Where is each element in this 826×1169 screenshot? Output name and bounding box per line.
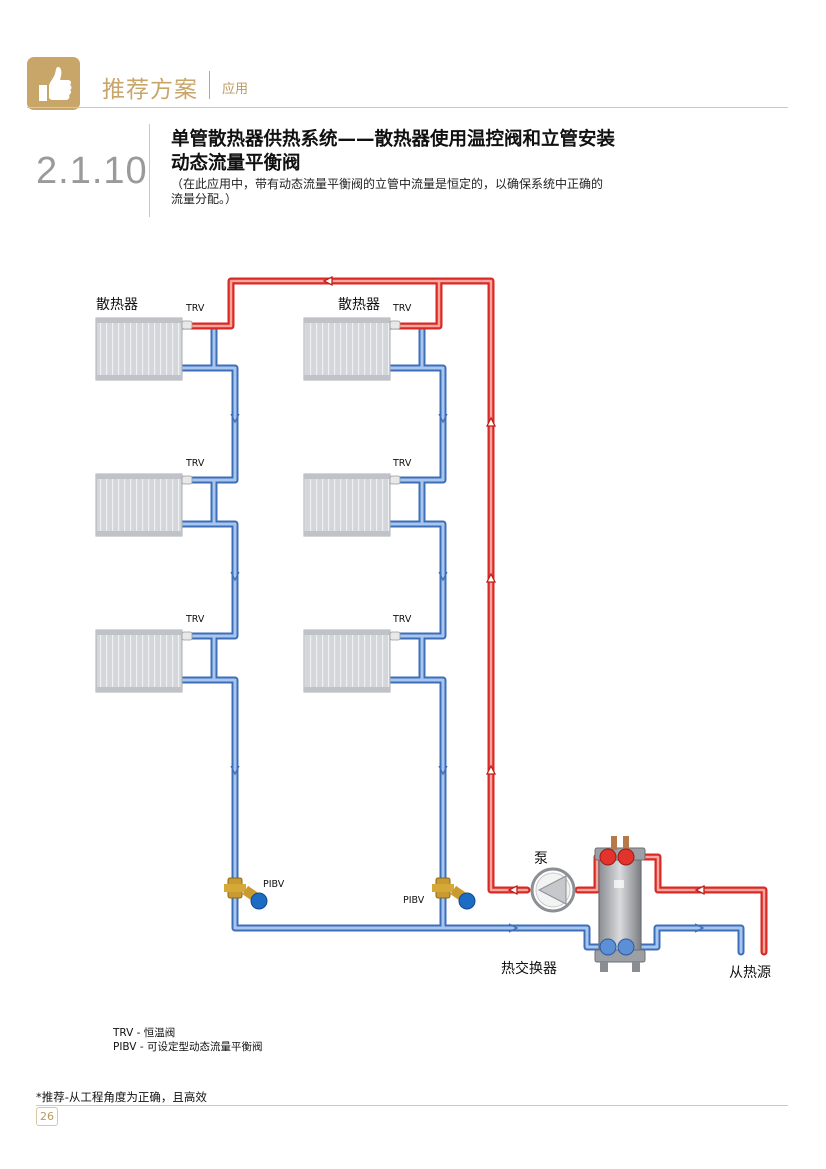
arrow-down-5 [438, 571, 448, 582]
pump-label: 泵 [534, 851, 548, 867]
trv-valve-icon [181, 631, 193, 641]
radiator-left-3 [95, 629, 193, 693]
radiator-right-1 [303, 317, 401, 381]
arrow-left-pump [507, 884, 518, 896]
legend-trv: TRV - 恒温阀 [113, 1027, 176, 1039]
section-number: 2.1.10 [36, 150, 148, 192]
section-divider [149, 124, 150, 217]
pibv-label-right: PIBV [403, 895, 425, 906]
section-desc-line1: （在此应用中，带有动态流量平衡阀的立管中流量是恒定的，以确保系统中正确的 [171, 177, 604, 191]
header-subtitle: 应用 [222, 82, 249, 97]
arrow-down-3 [230, 765, 240, 776]
radiator-left-1 [95, 317, 193, 381]
trv-label: TRV [393, 303, 412, 314]
arrow-left-top [322, 275, 333, 287]
heat-exchanger-icon [594, 836, 646, 972]
trv-valve-icon [389, 475, 401, 485]
pibv-valve-right [432, 877, 476, 910]
pibv-valve-left [224, 877, 268, 910]
arrow-left-source [694, 884, 705, 896]
trv-label: TRV [186, 303, 205, 314]
radiator-label-right: 散热器 [338, 297, 380, 313]
radiator-left-2 [95, 473, 193, 537]
pibv-label-left: PIBV [263, 879, 285, 890]
section-title: 单管散热器供热系统——散热器使用温控阀和立管安装 动态流量平衡阀 [171, 128, 691, 176]
trv-valve-icon [389, 320, 401, 330]
supply-pipes [180, 277, 768, 956]
page-number: 26 [36, 1107, 58, 1126]
arrow-down-2 [230, 571, 240, 582]
legend: TRV - 恒温阀 PIBV - 可设定型动态流量平衡阀 [113, 1026, 262, 1054]
footer-rule [36, 1105, 788, 1106]
from-source-label: 从热源 [729, 965, 771, 981]
thumbs-up-icon [27, 57, 80, 110]
arrow-up-3 [485, 764, 497, 775]
footnote: *推荐-从工程角度为正确，且高效 [36, 1090, 207, 1104]
radiators [95, 317, 401, 693]
arrow-right-1 [508, 923, 519, 933]
legend-pibv: PIBV - 可设定型动态流量平衡阀 [113, 1041, 263, 1053]
arrow-down-6 [438, 765, 448, 776]
arrow-down-1 [230, 413, 240, 424]
section-description: （在此应用中，带有动态流量平衡阀的立管中流量是恒定的，以确保系统中正确的 流量分… [171, 177, 691, 207]
return-riser-right [386, 322, 447, 932]
return-flow-arrows [230, 413, 705, 933]
trv-label: TRV [393, 458, 412, 469]
radiator-right-2 [303, 473, 401, 537]
arrow-right-2 [694, 923, 705, 933]
section-title-line1: 单管散热器供热系统——散热器使用温控阀和立管安装 [171, 129, 616, 150]
supply-flow-arrows [322, 275, 705, 896]
header-title: 推荐方案 [102, 77, 198, 103]
trv-valve-icon [181, 475, 193, 485]
trv-label: TRV [186, 458, 205, 469]
header-divider [209, 71, 210, 99]
arrow-down-4 [438, 413, 448, 424]
trv-label: TRV [186, 614, 205, 625]
radiator-right-3 [303, 629, 401, 693]
heat-exchanger-label: 热交换器 [501, 961, 557, 977]
section-desc-line2: 流量分配。） [171, 192, 238, 206]
section-title-line2: 动态流量平衡阀 [171, 153, 301, 174]
header-rule [27, 107, 788, 108]
radiator-label-left: 散热器 [96, 297, 138, 313]
trv-valve-icon [389, 631, 401, 641]
arrow-up-1 [485, 416, 497, 427]
trv-valve-icon [181, 320, 193, 330]
arrow-up-2 [485, 572, 497, 583]
pump-icon [530, 867, 576, 913]
trv-label: TRV [393, 614, 412, 625]
